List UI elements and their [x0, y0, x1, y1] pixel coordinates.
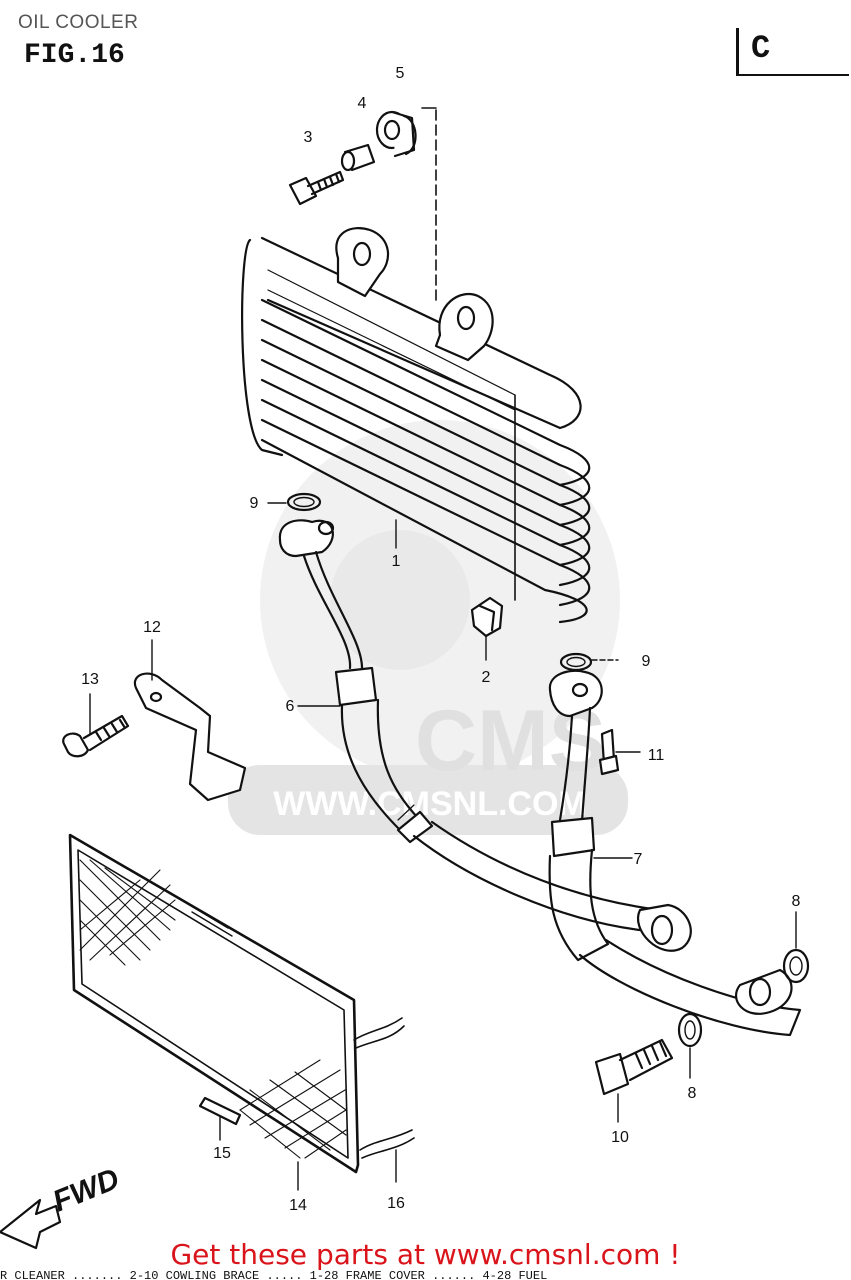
- fwd-label: FWD: [48, 1162, 124, 1218]
- callout-8: 8: [792, 893, 801, 910]
- part-11-bolt: [598, 728, 641, 776]
- part-14-guard-screen: [68, 833, 360, 1191]
- callout-11: 11: [648, 747, 665, 764]
- callout-12: 12: [143, 619, 161, 636]
- fwd-arrow: FWD: [0, 1162, 124, 1250]
- parts-link-banner[interactable]: Get these parts at www.cmsnl.com !: [170, 1238, 681, 1271]
- callout-2: 2: [482, 669, 491, 686]
- part-6-hose: [278, 519, 692, 952]
- callout-16: 16: [387, 1195, 405, 1212]
- part-15-16-clips: [219, 1017, 415, 1183]
- callout-8: 8: [688, 1085, 697, 1102]
- watermark-url: WWW.CMSNL.COM: [273, 785, 587, 823]
- callout-15: 15: [213, 1145, 231, 1162]
- callout-1: 1: [392, 553, 401, 570]
- part-5-grommet: [375, 110, 417, 158]
- section-code-box: C: [736, 28, 849, 76]
- part-8-washer-upper: [782, 911, 810, 984]
- callout-4: 4: [358, 95, 367, 112]
- callout-3: 3: [304, 129, 313, 146]
- figure-number: FIG.16: [24, 40, 125, 71]
- callout-14: 14: [289, 1197, 307, 1214]
- part-1-oil-cooler: [241, 227, 591, 624]
- page-title: OIL COOLER: [18, 12, 139, 33]
- callout-13: 13: [81, 671, 99, 688]
- section-code: C: [751, 30, 771, 67]
- footer-index-strip: R CLEANER ....... 2-10 COWLING BRACE ...…: [0, 1270, 548, 1280]
- callout-9: 9: [642, 653, 651, 670]
- part-7-hose: [548, 669, 802, 1037]
- callout-9: 9: [250, 495, 259, 512]
- callout-10: 10: [611, 1129, 629, 1146]
- callout-7: 7: [634, 851, 643, 868]
- callout-6: 6: [286, 698, 295, 715]
- part-9-o-ring-upper: [267, 492, 322, 512]
- part-2-clamp: [470, 596, 504, 661]
- part-13-bolt: [62, 693, 130, 758]
- callout-5: 5: [396, 65, 405, 82]
- part-10-union-bolt: [594, 1038, 674, 1123]
- part-4-collar: [340, 143, 376, 172]
- part-3-bolt: [288, 170, 345, 206]
- part-12-bracket: [133, 639, 247, 802]
- part-8-washer-lower: [677, 1012, 703, 1079]
